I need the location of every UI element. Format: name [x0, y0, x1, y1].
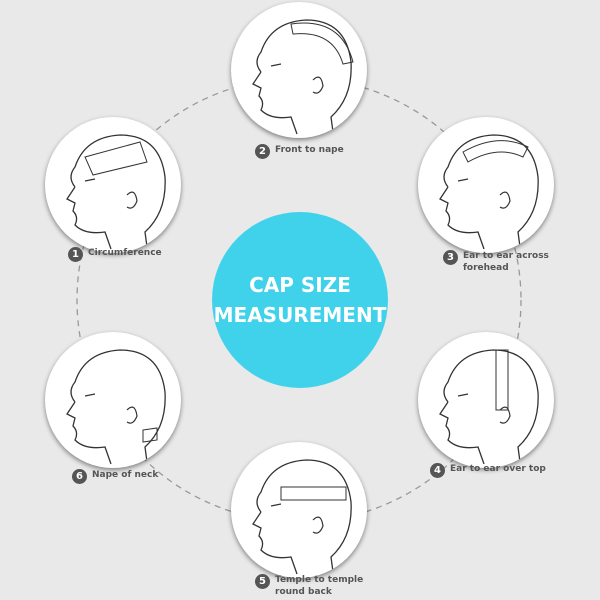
step-3-label: 3 Ear to ear across forehead [443, 250, 553, 274]
step-1-label: 1 Circumference [68, 247, 162, 262]
step-2-label: 2 Front to nape [255, 144, 344, 159]
title-line-1: CAP SIZE [249, 273, 351, 297]
step-6-label: 6 Nape of neck [72, 469, 158, 484]
step-number-badge: 4 [430, 463, 445, 478]
step-number-badge: 6 [72, 469, 87, 484]
head-illustration-step-1 [45, 117, 181, 253]
step-number-badge: 2 [255, 144, 270, 159]
step-text: Temple to temple round back [275, 575, 364, 597]
head-illustration-step-3 [418, 117, 554, 253]
step-text: Nape of neck [92, 470, 159, 480]
step-number-badge: 1 [68, 247, 83, 262]
step-number-badge: 5 [255, 574, 270, 589]
step-5-label: 5 Temple to temple round back [255, 574, 365, 598]
step-number-badge: 3 [443, 250, 458, 265]
step-text: Ear to ear across forehead [463, 251, 549, 273]
step-text: Front to nape [275, 145, 344, 155]
step-text: Circumference [88, 248, 162, 258]
step-4-label: 4 Ear to ear over top [430, 463, 546, 478]
head-illustration-step-4 [418, 332, 554, 468]
head-illustration-step-5 [231, 442, 367, 578]
title-line-2: MEASUREMENT [213, 303, 387, 327]
head-illustration-step-6 [45, 332, 181, 468]
title-circle: CAP SIZE MEASUREMENT [212, 212, 388, 388]
step-text: Ear to ear over top [450, 464, 546, 474]
head-illustration-step-2 [231, 2, 367, 138]
